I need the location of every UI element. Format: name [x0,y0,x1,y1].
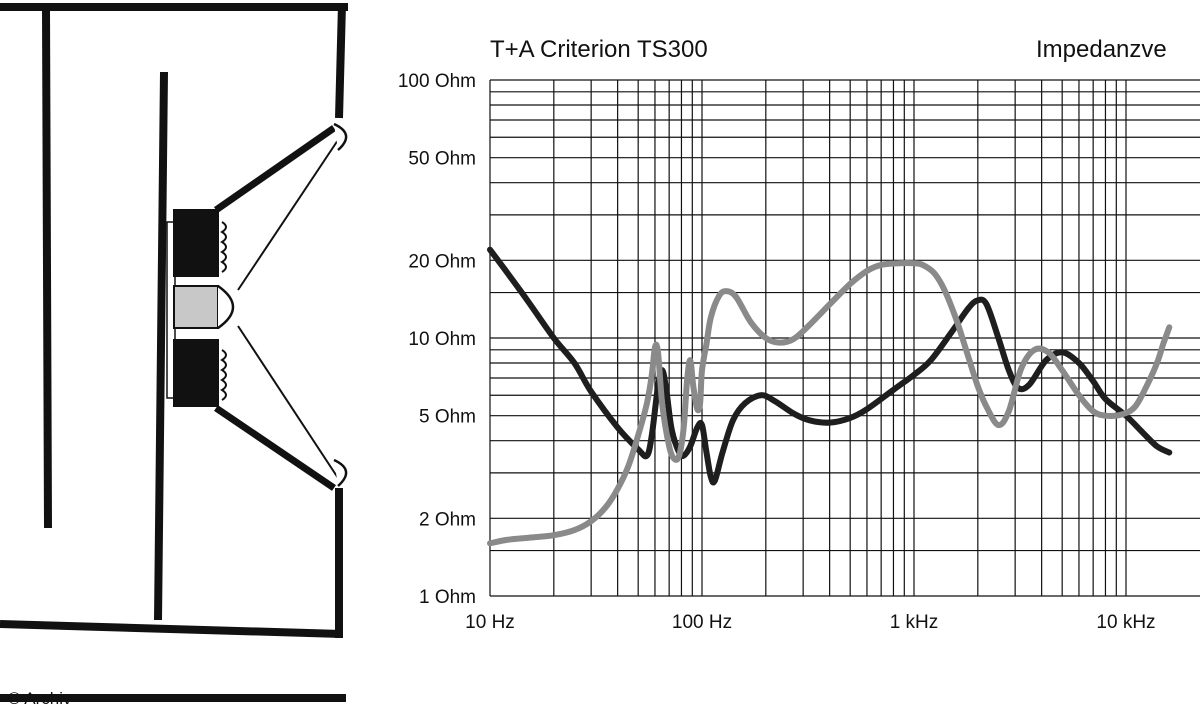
chart-title: T+A Criterion TS300 [490,36,708,63]
impedance-chart: T+A Criterion TS300 Impedanzve 100 Ohm 50… [398,36,1200,633]
y-tick-label: 100 Ohm [398,71,476,92]
y-tick-label: 2 Ohm [419,509,476,530]
y-tick-label: 20 Ohm [408,251,476,272]
speaker-cross-section-drawing [0,3,348,702]
impedance-curve-gray [487,259,1173,547]
x-tick-label: 1 kHz [890,612,939,633]
x-tick-label: 10 Hz [465,612,515,633]
y-axis-tick-labels: 100 Ohm 50 Ohm 20 Ohm 10 Ohm 5 Ohm 2 Ohm 1 Ohm [398,71,476,608]
x-axis-tick-labels: 10 Hz 100 Hz 1 kHz 10 kHz [465,612,1155,633]
impedance-curve-dark [487,246,1173,486]
impedance-curves [487,246,1173,547]
y-tick-label: 1 Ohm [419,587,476,608]
credit-label: © Archiv [8,689,72,708]
y-tick-label: 50 Ohm [408,149,476,170]
grid [489,79,1200,597]
chart-title-right: Impedanzve [1036,36,1167,63]
x-tick-label: 10 kHz [1096,612,1155,633]
y-tick-label: 5 Ohm [419,407,476,428]
x-tick-label: 100 Hz [672,612,732,633]
y-tick-label: 10 Ohm [408,329,476,350]
